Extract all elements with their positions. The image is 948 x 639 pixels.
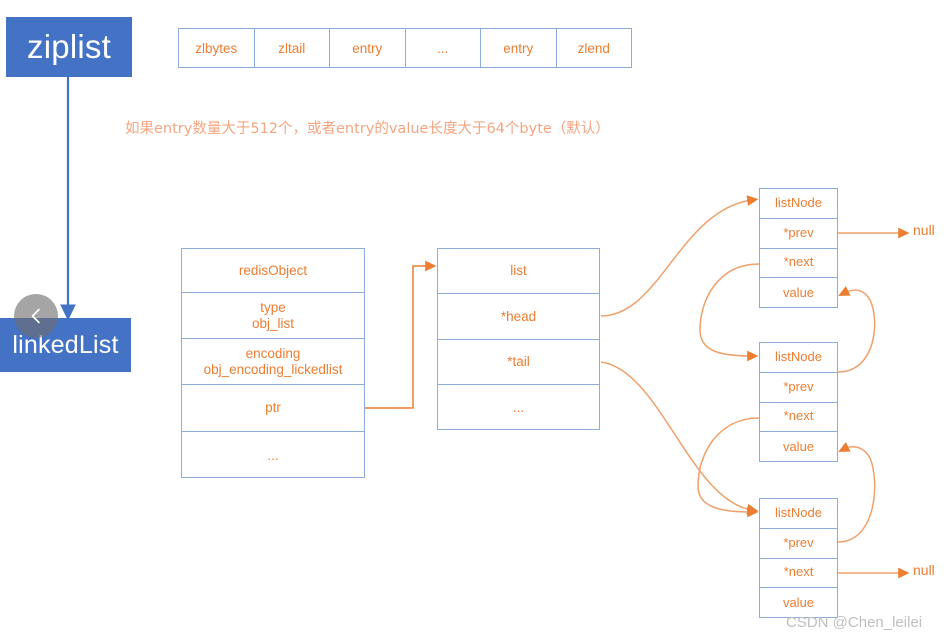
list-node-2-header: listNode bbox=[760, 343, 837, 373]
list-head-label: *head bbox=[500, 308, 537, 324]
list-node-1-next: *next bbox=[760, 249, 837, 279]
redis-object-ptr-label: ptr bbox=[265, 400, 281, 416]
list-row-header: list bbox=[438, 249, 599, 294]
list-structure: list *head *tail ... bbox=[437, 248, 600, 430]
list-more-label: ... bbox=[512, 400, 525, 416]
redis-object-type-value: obj_list bbox=[251, 315, 295, 331]
tail-to-node3-connector bbox=[600, 361, 759, 515]
ziplist-structure: zlbytes zltail entry ... entry zlend bbox=[178, 28, 632, 68]
list-node-1: listNode *prev *next value bbox=[759, 188, 838, 308]
list-row-more: ... bbox=[438, 385, 599, 431]
redis-object-more-label: ... bbox=[267, 447, 279, 463]
list-row-head: *head bbox=[438, 294, 599, 340]
condition-note-text: 如果entry数量大于512个，或者entry的value长度大于64个byte… bbox=[125, 121, 610, 137]
list-node-1-prev: *prev bbox=[760, 219, 837, 249]
watermark-text: CSDN @Chen_leilei bbox=[786, 614, 923, 631]
redis-object-row-header: redisObject bbox=[182, 249, 364, 293]
list-node-1-next-label: *next bbox=[783, 254, 814, 270]
redis-object-encoding-value: obj_encoding_lickedlist bbox=[203, 361, 343, 377]
list-node-3-next: *next bbox=[760, 559, 837, 589]
list-node-3-prev: *prev bbox=[760, 529, 837, 559]
redis-object-encoding-label: encoding bbox=[245, 345, 301, 361]
redis-object-row-encoding: encoding obj_encoding_lickedlist bbox=[182, 339, 364, 385]
list-node-1-header: listNode bbox=[760, 189, 837, 219]
chevron-left-icon bbox=[31, 308, 40, 324]
node1-next-to-node2-connector bbox=[699, 263, 760, 362]
list-node-1-title: listNode bbox=[775, 194, 822, 210]
redis-object-title: redisObject bbox=[238, 262, 308, 278]
null-label-bottom: null bbox=[913, 562, 935, 578]
list-node-2-next-label: *next bbox=[783, 408, 814, 424]
list-node-2-value: value bbox=[760, 432, 837, 462]
redis-object-row-type: type obj_list bbox=[182, 293, 364, 339]
redis-object-type-label: type bbox=[260, 299, 286, 315]
ziplist-cell-zlbytes: zlbytes bbox=[179, 29, 255, 67]
list-node-3-value: value bbox=[760, 588, 837, 618]
list-node-1-value-label: value bbox=[782, 284, 815, 300]
list-row-tail: *tail bbox=[438, 340, 599, 385]
ziplist-cell-entry-last: entry bbox=[481, 29, 557, 67]
list-node-2: listNode *prev *next value bbox=[759, 342, 838, 462]
ziplist-cell-zltail: zltail bbox=[255, 29, 330, 67]
list-node-3: listNode *prev *next value bbox=[759, 498, 838, 618]
list-node-1-value: value bbox=[760, 278, 837, 308]
node2-next-to-node3-connector bbox=[697, 417, 760, 518]
redis-object-row-ptr: ptr bbox=[182, 385, 364, 432]
list-node-3-value-label: value bbox=[782, 594, 815, 610]
node2-prev-to-node1-value-connector bbox=[837, 286, 876, 373]
list-node-2-title: listNode bbox=[775, 348, 822, 364]
list-node-2-prev-label: *prev bbox=[783, 378, 814, 394]
list-node-2-next: *next bbox=[760, 403, 837, 433]
list-title: list bbox=[510, 263, 527, 279]
redis-object-row-more: ... bbox=[182, 432, 364, 479]
list-node-3-title: listNode bbox=[775, 504, 822, 520]
ziplist-cell-ellipsis: ... bbox=[406, 29, 481, 67]
ziplist-cell-zlend: zlend bbox=[577, 40, 610, 56]
list-tail-label: *tail bbox=[507, 354, 530, 370]
list-node-2-prev: *prev bbox=[760, 373, 837, 403]
list-node-3-next-label: *next bbox=[783, 564, 814, 580]
list-node-3-prev-label: *prev bbox=[783, 534, 814, 550]
node3-prev-to-node2-value-connector bbox=[837, 442, 876, 543]
back-overlay-button[interactable] bbox=[14, 294, 58, 338]
null-label-top: null bbox=[913, 222, 935, 238]
ziplist-cell-entry-first: entry bbox=[330, 29, 406, 67]
ziplist-label-text: ziplist bbox=[27, 28, 111, 65]
redis-object-structure: redisObject type obj_list encoding obj_e… bbox=[181, 248, 365, 478]
head-to-node1-connector bbox=[600, 195, 759, 317]
list-node-3-header: listNode bbox=[760, 499, 837, 529]
ziplist-label-chip: ziplist bbox=[6, 17, 132, 77]
list-node-1-prev-label: *prev bbox=[783, 224, 814, 240]
list-node-2-value-label: value bbox=[782, 438, 815, 454]
ptr-to-list-connector bbox=[365, 260, 437, 409]
